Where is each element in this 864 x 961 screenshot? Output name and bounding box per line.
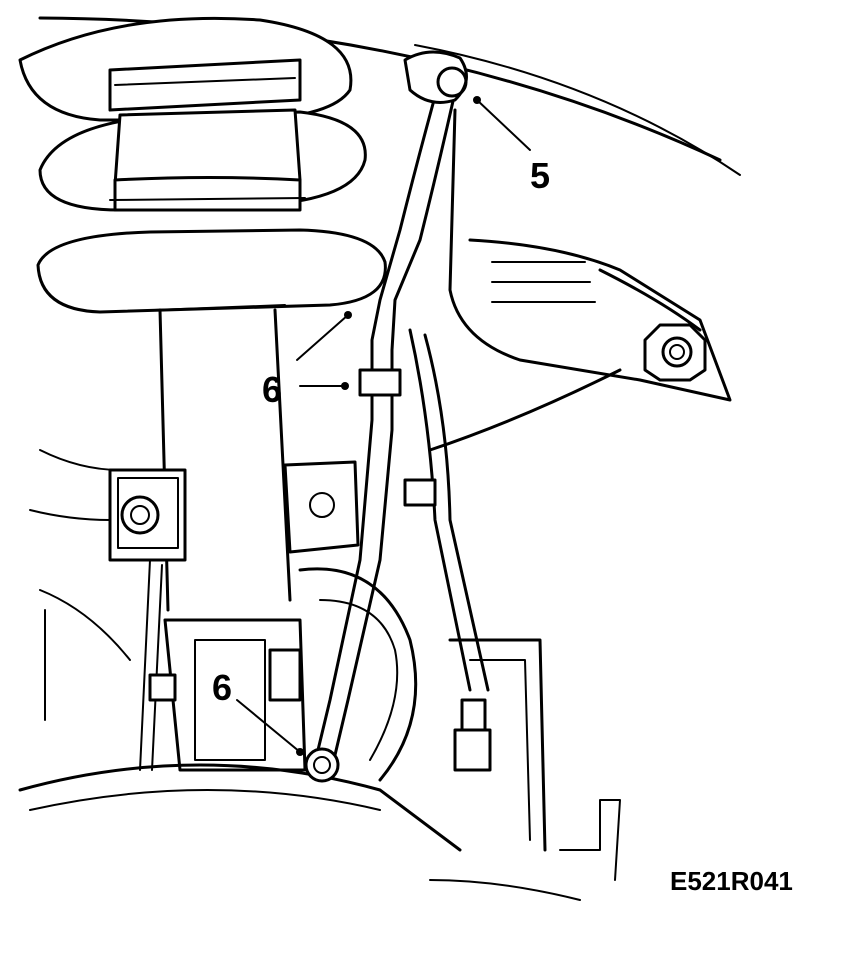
leader-lines [236, 96, 531, 756]
bump-stop-boot [108, 58, 306, 212]
callout-6-lower: 6 [212, 667, 232, 708]
shield-bolt [643, 323, 707, 382]
background-structure [29, 449, 163, 771]
callout-5: 5 [530, 155, 550, 196]
strut-body [108, 304, 360, 612]
callout-6-upper: 6 [262, 369, 282, 410]
figure-code: E521R041 [670, 866, 793, 896]
splash-shield [428, 108, 732, 452]
hub-assembly [18, 567, 621, 901]
lower-fixing-bolt [304, 747, 340, 783]
harness-grommet [403, 50, 468, 104]
strut-bracket [148, 618, 307, 772]
